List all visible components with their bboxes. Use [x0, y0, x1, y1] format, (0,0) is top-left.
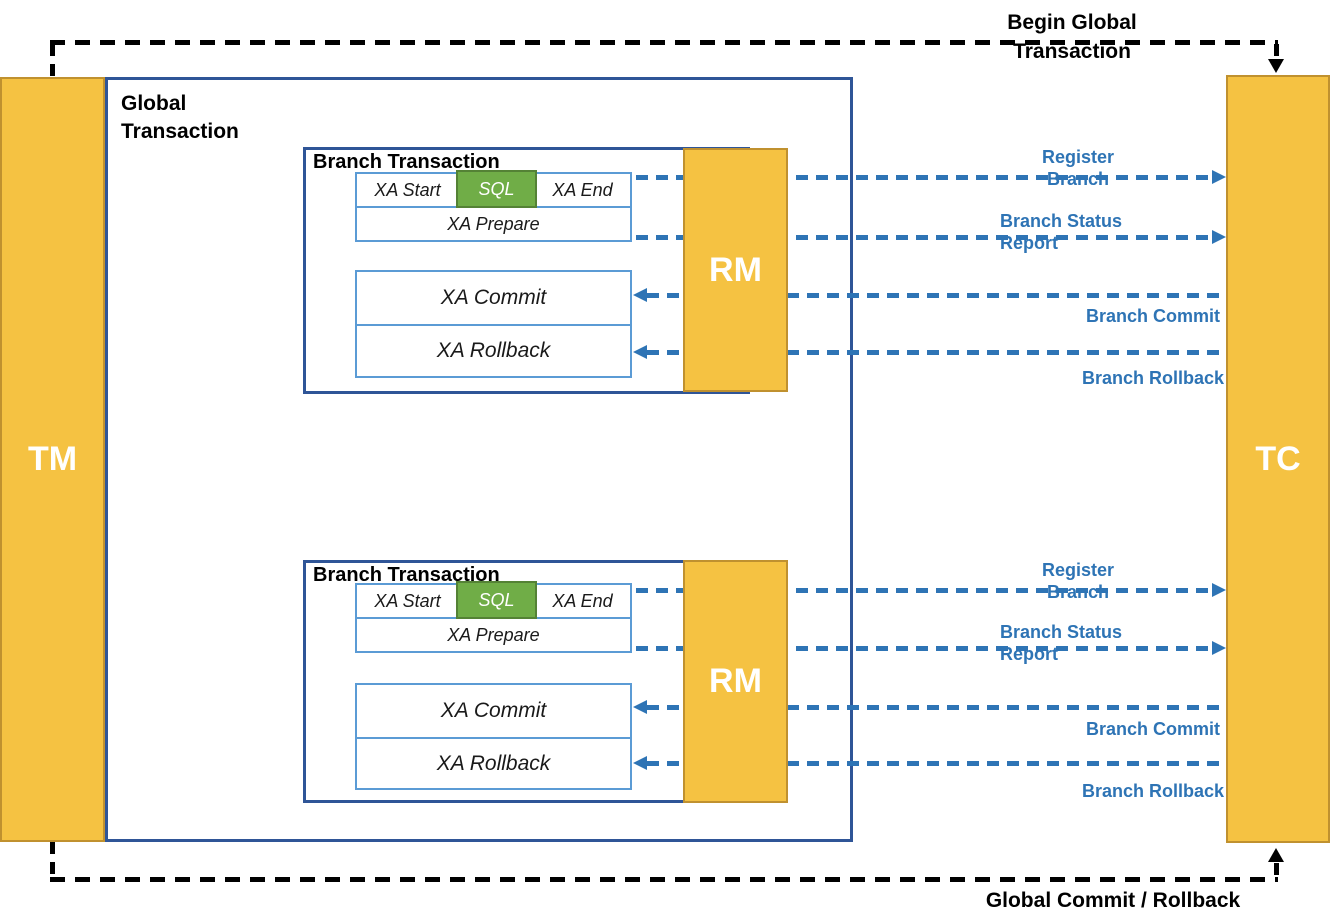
- branch-rollback-arrowhead-icon: [633, 345, 647, 359]
- register-branch-arrowhead-icon: [1212, 583, 1226, 597]
- commit-connector-left-segment: [50, 842, 55, 880]
- xa-end-cell: XA End: [552, 179, 613, 200]
- branch-rollback-arrow-1: [647, 350, 1226, 355]
- xa-prepare-row: XA Prepare: [357, 617, 630, 651]
- xa-commit-rollback-table-1: XA Commit XA Rollback: [355, 270, 632, 378]
- xa-start-end-row: XA Start XA End: [357, 585, 630, 617]
- branch-rollback-label-1: Branch Rollback: [1081, 368, 1224, 388]
- tc-label: TC: [1255, 439, 1301, 478]
- rm-box-1: RM: [683, 148, 788, 392]
- begin-connector-arrowhead-icon: [1268, 59, 1284, 73]
- rm-box-2: RM: [683, 560, 788, 803]
- branch-status-report-label-1: Branch Status Report: [1000, 211, 1123, 253]
- begin-connector-left-segment: [50, 44, 55, 77]
- xa-prepare-row: XA Prepare: [357, 206, 630, 240]
- xa-start-cell: XA Start: [374, 590, 441, 611]
- register-branch-arrowhead-icon: [1212, 170, 1226, 184]
- branch-status-arrow-1: [636, 235, 1212, 240]
- branch-commit-arrow-1: [647, 293, 1226, 298]
- branch-status-arrowhead-icon: [1212, 641, 1226, 655]
- branch-commit-label-1: Branch Commit: [1085, 306, 1220, 326]
- begin-connector-line: [50, 40, 1278, 45]
- xa-commit-row: XA Commit: [357, 272, 630, 324]
- register-branch-label-2: Register Branch: [1041, 560, 1115, 602]
- rm-label: RM: [709, 662, 762, 700]
- rm-label: RM: [709, 250, 762, 289]
- sql-box-2: SQL: [456, 581, 537, 619]
- sql-label: SQL: [478, 589, 515, 610]
- global-transaction-title: Global Transaction: [121, 92, 239, 143]
- branch-commit-arrowhead-icon: [633, 700, 647, 714]
- xa-rollback-row: XA Rollback: [357, 324, 630, 376]
- xa-prepare-cell: XA Prepare: [447, 213, 540, 234]
- branch-rollback-arrow-2: [647, 761, 1226, 766]
- xa-end-cell: XA End: [552, 590, 613, 611]
- sql-box-1: SQL: [456, 170, 537, 208]
- xa-commit-row: XA Commit: [357, 685, 630, 737]
- branch-transaction-title: Branch Transaction: [313, 564, 500, 586]
- register-branch-label-1: Register Branch: [1041, 147, 1115, 189]
- tc-box: TC: [1226, 75, 1330, 843]
- branch-status-arrowhead-icon: [1212, 230, 1226, 244]
- xa-commit-cell: XA Commit: [440, 699, 547, 722]
- branch-status-arrow-2: [636, 646, 1212, 651]
- tm-label: TM: [27, 440, 78, 478]
- branch-rollback-label-2: Branch Rollback: [1081, 781, 1224, 801]
- branch-commit-arrow-2: [647, 705, 1226, 710]
- xa-rollback-cell: XA Rollback: [436, 751, 551, 775]
- register-branch-arrow-2: [636, 588, 1212, 593]
- branch-status-report-label-2: Branch Status Report: [1000, 622, 1123, 664]
- xa-rollback-cell: XA Rollback: [436, 339, 551, 362]
- branch-commit-arrowhead-icon: [633, 288, 647, 302]
- branch-transaction-title: Branch Transaction: [313, 151, 500, 173]
- commit-connector-line: [50, 877, 1278, 882]
- branch-rollback-arrowhead-icon: [633, 756, 647, 770]
- xa-rollback-row: XA Rollback: [357, 737, 630, 788]
- register-branch-arrow-1: [636, 175, 1212, 180]
- begin-connector-right-segment: [1274, 44, 1279, 60]
- global-commit-rollback-label: Global Commit / Rollback: [985, 889, 1241, 912]
- xa-prepare-cell: XA Prepare: [447, 624, 540, 645]
- tm-box: TM: [0, 77, 105, 842]
- branch-commit-label-2: Branch Commit: [1085, 719, 1220, 739]
- xa-start-cell: XA Start: [374, 179, 441, 200]
- sql-label: SQL: [478, 178, 515, 199]
- begin-global-transaction-label: Begin Global Transaction: [1007, 11, 1137, 63]
- xa-commit-cell: XA Commit: [440, 286, 547, 309]
- commit-connector-arrowhead-icon: [1268, 848, 1284, 862]
- xa-commit-rollback-table-2: XA Commit XA Rollback: [355, 683, 632, 790]
- commit-connector-right-segment: [1274, 863, 1279, 878]
